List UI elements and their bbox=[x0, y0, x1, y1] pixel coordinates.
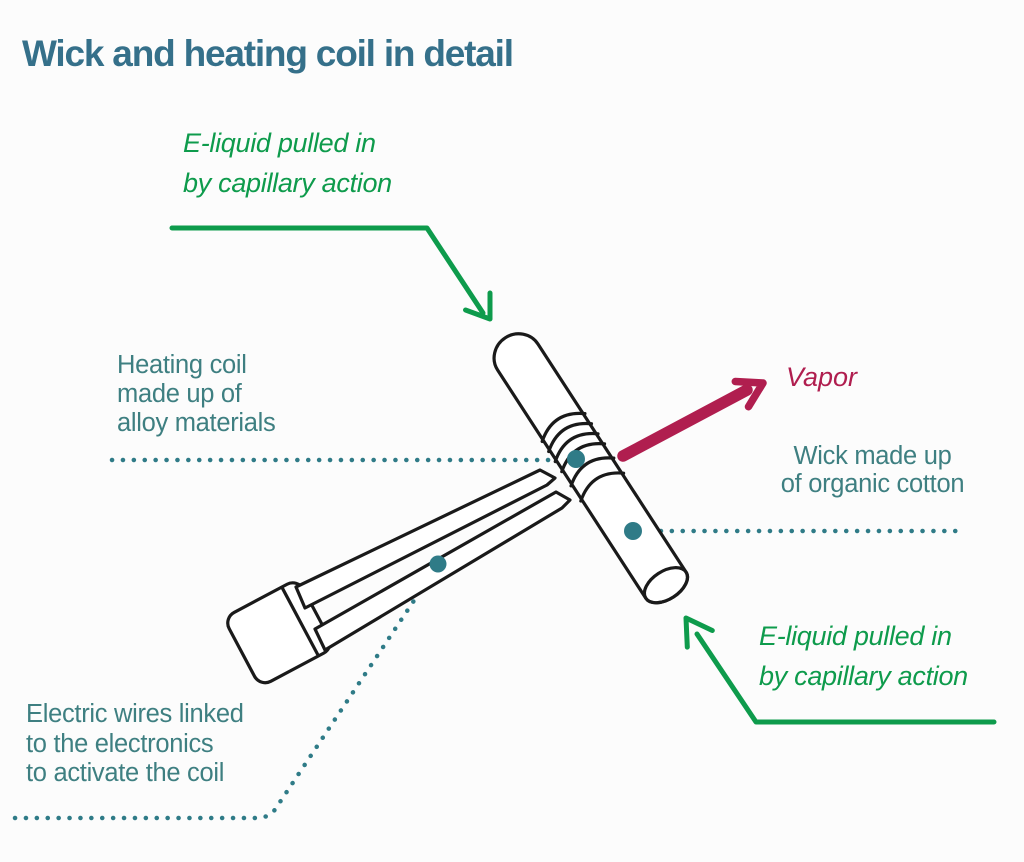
coil-wrap bbox=[540, 411, 587, 444]
label-line: Electric wires linked bbox=[26, 700, 244, 728]
vapor-arrow-head bbox=[731, 377, 767, 411]
page-title: Wick and heating coil in detail bbox=[22, 33, 514, 74]
label-line: Heating coil bbox=[117, 351, 247, 379]
label-line: of organic cotton bbox=[780, 469, 965, 498]
heating-coil bbox=[540, 411, 626, 503]
label-line: to the electronics bbox=[26, 729, 214, 758]
coil-wrap bbox=[579, 471, 626, 503]
label-line: to activate the coil bbox=[26, 759, 225, 787]
label-line: by capillary action bbox=[183, 168, 392, 198]
label-line: E-liquid pulled in bbox=[183, 128, 376, 158]
label-eliquid-bottom: E-liquid pulled in by capillary action bbox=[759, 616, 968, 696]
wick-body bbox=[492, 332, 690, 605]
vapor-arrow bbox=[617, 377, 767, 462]
vapor-arrow-shaft bbox=[617, 384, 753, 462]
label-wick: Wick made up of organic cotton bbox=[750, 442, 995, 498]
wick-dot bbox=[624, 522, 642, 540]
eliquid-arrow-bottom-head bbox=[683, 615, 715, 650]
eliquid-arrow-bottom bbox=[683, 615, 997, 725]
label-electric-wires: Electric wires linked to the electronics… bbox=[26, 700, 244, 789]
label-line: E-liquid pulled in bbox=[759, 621, 952, 651]
electric-wire-upper bbox=[294, 468, 557, 610]
coil-wrap bbox=[547, 421, 594, 454]
wires-dot bbox=[429, 555, 447, 573]
label-line: Wick made up bbox=[793, 442, 952, 470]
label-line: by capillary action bbox=[759, 661, 968, 691]
label-line: made up of bbox=[117, 380, 242, 408]
leader-electric-wires bbox=[12, 569, 436, 821]
label-heating-coil: Heating coil made up of alloy materials bbox=[117, 351, 276, 438]
label-eliquid-top: E-liquid pulled in by capillary action bbox=[183, 123, 392, 203]
eliquid-arrow-top-shaft bbox=[169, 225, 486, 316]
eliquid-arrow-top-head bbox=[463, 290, 493, 322]
wick bbox=[492, 332, 690, 605]
eliquid-arrow-bottom-shaft bbox=[694, 631, 997, 725]
wick-end-face bbox=[642, 566, 690, 605]
coil-dot bbox=[567, 450, 585, 468]
coil-wrap bbox=[560, 442, 607, 474]
connector-block-band bbox=[280, 587, 320, 656]
coil-wrap bbox=[569, 456, 616, 488]
label-line: alloy materials bbox=[117, 409, 276, 437]
label-vapor: Vapor bbox=[786, 362, 858, 392]
coil-wrap bbox=[553, 431, 600, 464]
eliquid-arrow-top bbox=[169, 225, 493, 322]
